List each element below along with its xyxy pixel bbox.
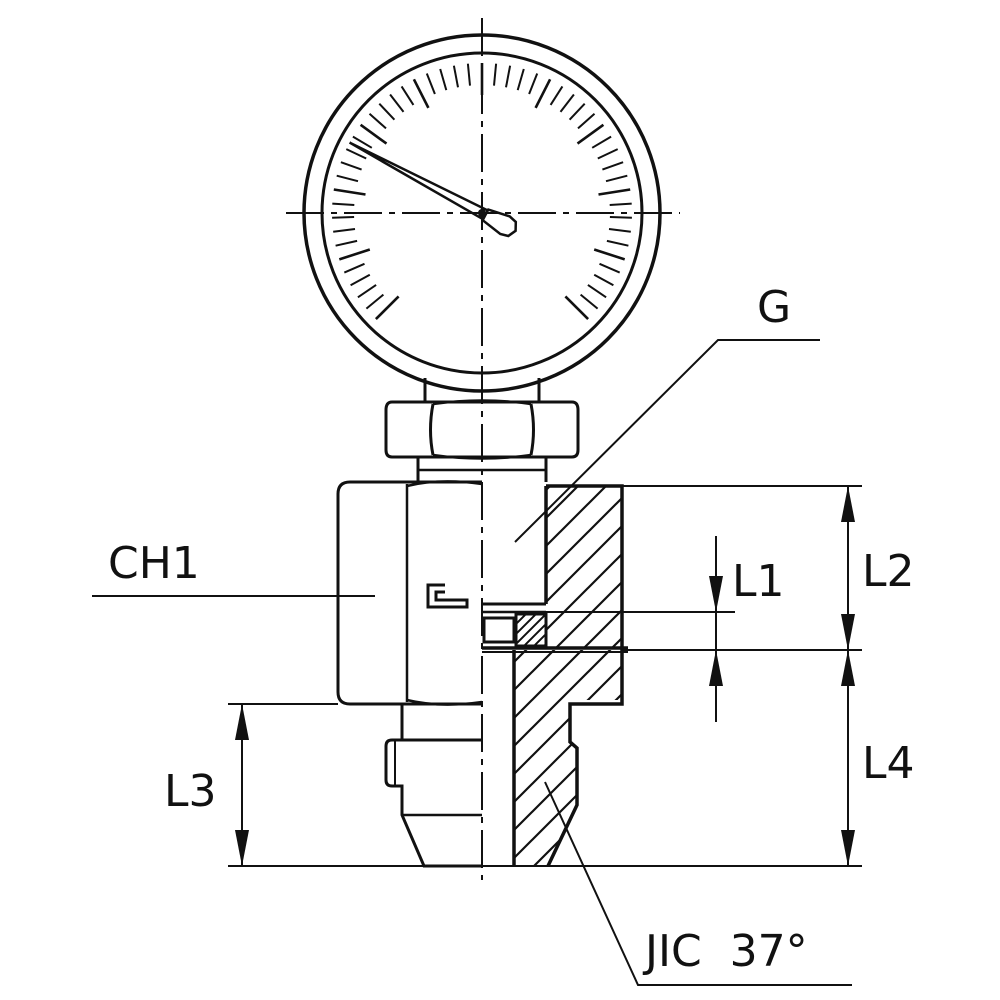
gauge-tick xyxy=(336,174,359,183)
jic-leader xyxy=(544,781,852,986)
fitting-body-exterior xyxy=(336,480,483,706)
gauge-tick xyxy=(587,284,607,299)
gauge-tick xyxy=(374,295,400,321)
gauge-pointer xyxy=(348,141,490,222)
gauge-tick xyxy=(597,148,619,160)
label-l3: L3 xyxy=(164,766,217,817)
gauge-tick xyxy=(368,113,387,130)
gauge-tick xyxy=(350,273,371,287)
l4-arrow-bottom xyxy=(841,830,855,866)
gauge-tick xyxy=(559,93,575,113)
gauge-tick xyxy=(332,202,355,206)
gauge-tick xyxy=(579,293,599,310)
gauge-tick xyxy=(608,228,631,233)
gauge-tick xyxy=(591,135,612,149)
gauge-tick xyxy=(598,188,631,196)
gauge-tick xyxy=(452,65,459,88)
l2-arrow-bottom xyxy=(841,614,855,650)
label-jic-37: JIC 37° xyxy=(642,926,808,977)
gauge-tick xyxy=(609,216,632,219)
l1-arrow-top xyxy=(709,576,723,612)
gauge-tick xyxy=(335,239,358,247)
gauge-tick xyxy=(365,293,385,310)
gauge-scale-ticks xyxy=(332,63,632,321)
gauge-tick xyxy=(412,78,430,109)
body-marking-symbol xyxy=(426,583,469,609)
jic-male-end xyxy=(384,704,482,868)
fitting-body-section xyxy=(482,484,628,867)
gauge-tick xyxy=(389,93,405,113)
lower-wall-hatch xyxy=(514,650,622,866)
gauge-tick xyxy=(564,295,590,321)
gauge-tick xyxy=(378,103,396,121)
l3-arrow-bottom xyxy=(235,830,249,866)
gauge-tick xyxy=(599,262,621,274)
gauge-tick xyxy=(528,73,539,95)
dimension-lines xyxy=(228,485,862,867)
l4-arrow-top xyxy=(841,650,855,686)
gauge-tick xyxy=(357,284,377,299)
label-ch1: CH1 xyxy=(108,538,200,589)
l1-arrow-bottom xyxy=(709,650,723,686)
gauge-tick xyxy=(439,68,448,91)
gauge-tick xyxy=(400,85,415,106)
gauge-tick xyxy=(568,103,586,121)
gauge-tick xyxy=(345,148,367,160)
gauge-tick xyxy=(333,188,366,196)
gauge-tick xyxy=(332,216,355,219)
gauge-tick xyxy=(352,135,373,149)
gauge-tick xyxy=(593,248,626,261)
l3-arrow-top xyxy=(235,704,249,740)
gauge-tick xyxy=(577,113,596,130)
label-l1: L1 xyxy=(732,556,785,607)
gauge-tick xyxy=(359,123,388,145)
gauge-tick xyxy=(609,202,632,206)
leader-lines xyxy=(92,339,852,986)
gauge-tick xyxy=(493,63,498,86)
gauge-tick xyxy=(425,73,436,95)
gauge-tick xyxy=(602,161,624,171)
l2-arrow-top xyxy=(841,486,855,522)
g-leader xyxy=(514,339,820,543)
label-g: G xyxy=(757,282,791,333)
label-l2: L2 xyxy=(862,546,915,597)
gauge-tick xyxy=(606,239,629,247)
gauge-tick xyxy=(516,68,525,91)
gauge-tick xyxy=(340,161,362,171)
gauge-tick xyxy=(505,65,512,88)
gauge-tick xyxy=(333,228,356,233)
gauge-tick xyxy=(593,273,614,287)
seal-washer xyxy=(514,612,548,648)
gauge-tick xyxy=(549,85,564,106)
gauge-tick xyxy=(343,262,365,274)
gauge-tick xyxy=(576,123,605,145)
label-l4: L4 xyxy=(862,738,915,789)
gauge-pointer-counterweight xyxy=(481,208,518,238)
gauge-stem xyxy=(423,378,541,402)
gauge-pointer-head xyxy=(481,208,518,238)
gauge-tick xyxy=(466,63,471,86)
gauge-tick xyxy=(605,174,628,183)
upper-wall-hatch xyxy=(546,486,622,648)
gauge-tick xyxy=(338,248,371,261)
gauge-tick xyxy=(534,78,552,109)
